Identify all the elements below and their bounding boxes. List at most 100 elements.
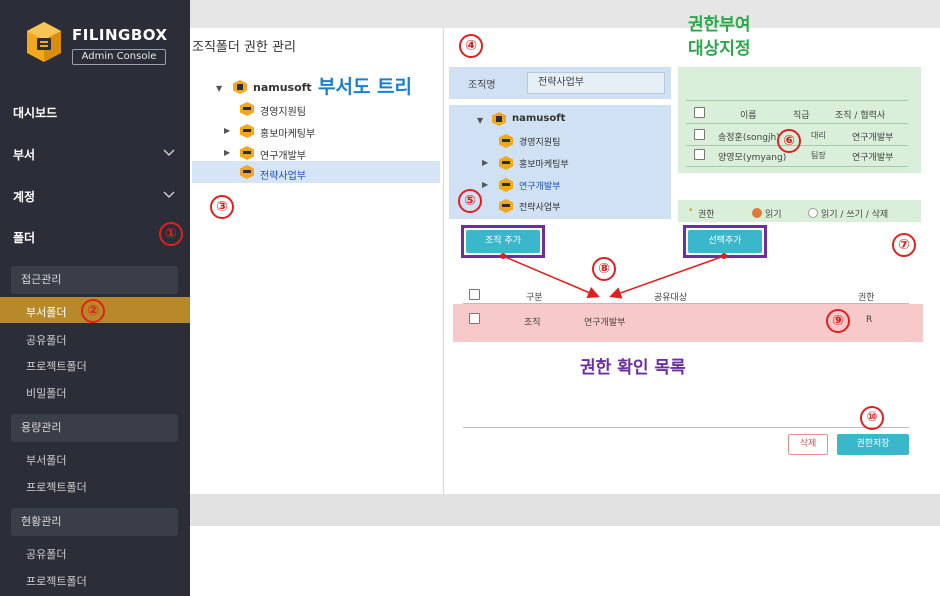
annotation-marker-10: ⑩ <box>860 406 884 430</box>
col-header-org: 조직 / 협력사 <box>835 111 886 121</box>
permission-label: 권한 <box>698 210 715 220</box>
org-add-button[interactable]: 조직 추가 <box>466 230 540 253</box>
group-status-management[interactable]: 현황관리 <box>11 508 178 536</box>
col-header-type: 구분 <box>526 293 543 303</box>
dept-icon <box>240 124 254 138</box>
sidebar-item-status-project[interactable]: 프로젝트폴더 <box>26 575 87 588</box>
row-checkbox[interactable] <box>694 149 705 160</box>
chevron-down-icon[interactable] <box>163 149 175 157</box>
page-title: 조직폴더 권한 관리 <box>192 40 296 55</box>
dept-icon <box>499 134 513 148</box>
target-org: 연구개발부 <box>852 133 894 143</box>
group-access-management[interactable]: 접근관리 <box>11 266 178 294</box>
caret-right-icon[interactable]: ▶ <box>224 148 231 157</box>
tree-node[interactable]: 경영지원팀 <box>260 107 306 118</box>
org-tree-node[interactable]: 홍보마케팅부 <box>519 160 569 170</box>
annotation-marker-1: ① <box>159 222 183 246</box>
divider <box>686 123 908 124</box>
tree-node-selected[interactable]: 전략사업부 <box>260 171 306 182</box>
radio-read-write-delete-label[interactable]: 읽기 / 쓰기 / 삭제 <box>821 210 889 220</box>
caret-down-icon[interactable]: ▼ <box>477 116 484 125</box>
footer-bar <box>190 494 940 526</box>
dept-icon <box>499 178 513 192</box>
annotation-marker-7: ⑦ <box>892 233 916 257</box>
tree-node[interactable]: 홍보마케팅부 <box>260 129 316 140</box>
org-name-label: 조직명 <box>468 80 496 91</box>
dept-icon <box>240 102 254 116</box>
dept-icon <box>499 199 513 213</box>
target-org: 연구개발부 <box>852 153 894 163</box>
annotation-marker-3: ③ <box>210 195 234 219</box>
result-type: 조직 <box>524 318 541 328</box>
annotation-dept-tree-title: 부서도 트리 <box>318 76 413 98</box>
select-all-checkbox[interactable] <box>694 107 705 118</box>
sidebar-item-shared-folder[interactable]: 공유폴더 <box>26 334 67 347</box>
annotation-marker-2: ② <box>81 299 105 323</box>
brand-name: FILINGBOX <box>72 26 168 44</box>
sidebar-item-project-folder[interactable]: 프로젝트폴더 <box>26 360 87 373</box>
dept-icon <box>240 146 254 160</box>
annotation-marker-4: ④ <box>459 34 483 58</box>
divider <box>463 303 909 304</box>
tree-root[interactable]: namusoft <box>253 81 312 94</box>
sidebar-item-status-shared[interactable]: 공유폴더 <box>26 548 67 561</box>
nav-department[interactable]: 부서 <box>13 148 36 162</box>
chevron-down-icon[interactable] <box>163 191 175 199</box>
radio-read[interactable] <box>752 208 762 218</box>
radio-read-write-delete[interactable] <box>808 208 818 218</box>
annotation-marker-9: ⑨ <box>826 309 850 333</box>
annotation-marker-5: ⑤ <box>458 189 482 213</box>
sidebar-item-capacity-project[interactable]: 프로젝트폴더 <box>26 481 87 494</box>
org-root-icon <box>492 112 506 126</box>
divider <box>686 166 908 167</box>
dept-icon <box>240 165 254 179</box>
row-checkbox[interactable] <box>694 129 705 140</box>
caret-right-icon[interactable]: ▶ <box>482 180 489 189</box>
nav-dashboard[interactable]: 대시보드 <box>13 106 58 120</box>
dept-icon <box>499 156 513 170</box>
row-checkbox[interactable] <box>469 313 480 324</box>
select-add-button[interactable]: 선택추가 <box>688 230 762 253</box>
target-panel <box>678 67 921 173</box>
org-tree-node[interactable]: 전략사업부 <box>519 203 561 213</box>
annotation-target-title-line1: 권한부여 <box>688 15 751 35</box>
caret-down-icon[interactable]: ▼ <box>216 84 223 93</box>
tree-selection-highlight <box>192 161 440 183</box>
target-name: 양영모(ymyang) <box>718 153 787 163</box>
save-permission-button[interactable]: 권한저장 <box>837 434 909 455</box>
select-all-checkbox[interactable] <box>469 289 480 300</box>
caret-right-icon[interactable]: ▶ <box>224 126 231 135</box>
group-capacity-management[interactable]: 용량관리 <box>11 414 178 442</box>
nav-account[interactable]: 계정 <box>13 190 36 204</box>
sidebar-item-dept-folder[interactable]: 부서폴더 <box>26 306 67 319</box>
result-target: 연구개발부 <box>584 318 626 328</box>
annotation-marker-8: ⑧ <box>592 257 616 281</box>
brand-subtitle: Admin Console <box>72 49 166 65</box>
target-rank: 대리 <box>811 131 826 140</box>
brand-logo: FILINGBOX Admin Console <box>24 20 174 70</box>
org-tree-panel <box>449 105 671 219</box>
target-rank: 팀장 <box>811 151 826 160</box>
org-tree-root[interactable]: namusoft <box>512 113 566 124</box>
sidebar-item-capacity-dept[interactable]: 부서폴더 <box>26 454 67 467</box>
tree-node[interactable]: 연구개발부 <box>260 151 306 162</box>
org-name-field[interactable]: 전략사업부 <box>527 72 665 94</box>
bullet-icon: • <box>688 206 694 216</box>
col-header-name: 이름 <box>740 111 757 121</box>
cube-logo-icon <box>27 22 61 62</box>
sidebar-item-secret-folder[interactable]: 비밀폴더 <box>26 387 67 400</box>
top-bar <box>190 0 940 28</box>
annotation-result-title: 권한 확인 목록 <box>580 358 686 378</box>
col-header-perm: 권한 <box>858 293 875 303</box>
target-name: 송정훈(songjh) <box>718 133 780 143</box>
org-tree-node-highlighted[interactable]: 연구개발부 <box>519 182 561 192</box>
dept-tree-panel <box>190 28 444 494</box>
delete-button[interactable]: 삭제 <box>788 434 828 455</box>
nav-folder[interactable]: 폴더 <box>13 231 36 245</box>
caret-right-icon[interactable]: ▶ <box>482 158 489 167</box>
org-root-icon <box>233 80 247 94</box>
permission-panel <box>678 200 921 222</box>
org-tree-node[interactable]: 경영지원팀 <box>519 138 561 148</box>
radio-read-label[interactable]: 읽기 <box>765 210 782 220</box>
